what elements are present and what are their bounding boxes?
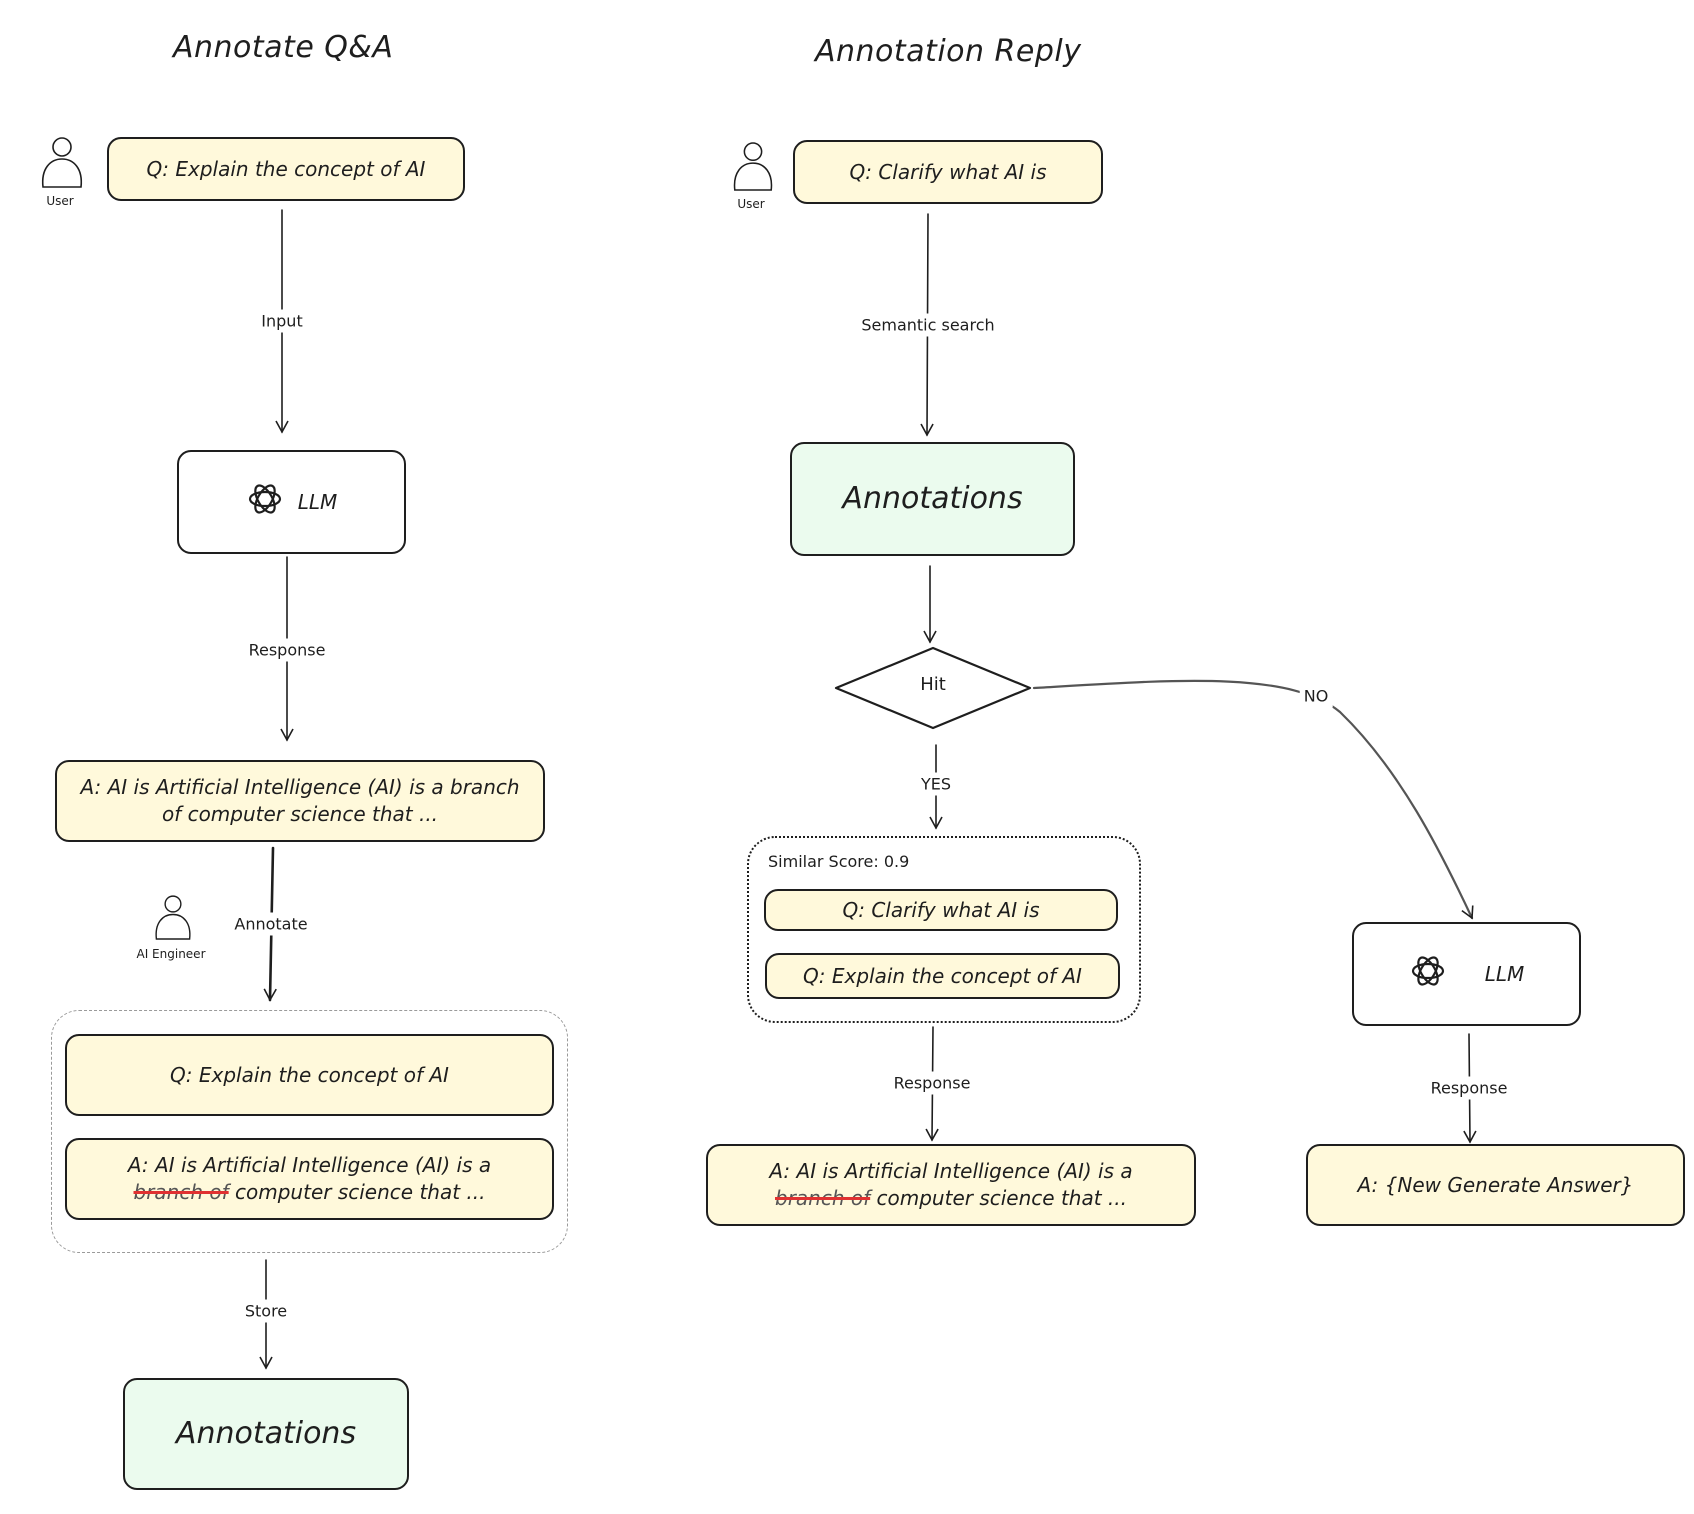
annotated-pair-group — [51, 1010, 568, 1253]
annotation-answer-text: A: AI is Artificial Intelligence (AI) is… — [769, 1158, 1132, 1212]
ai-engineer-user-icon — [152, 893, 194, 947]
response-label-right: Response — [1426, 1076, 1512, 1100]
user-question-text: Q: Explain the concept of AI — [146, 156, 426, 181]
annotation-answer-box: A: AI is Artificial Intelligence (AI) is… — [706, 1144, 1196, 1226]
user-label: User — [46, 194, 74, 208]
title-annotation-reply: Annotation Reply — [815, 34, 1082, 69]
annotate-label: Annotate — [230, 912, 312, 936]
new-answer-box: A: {New Generate Answer} — [1306, 1144, 1685, 1226]
llm-label-right: LLM — [1484, 961, 1525, 986]
annotation-answer-struck: branch of — [775, 1186, 871, 1210]
response-label-left: Response — [244, 638, 330, 662]
response-label-middle: Response — [889, 1071, 975, 1095]
store-label: Store — [240, 1299, 292, 1323]
llm-label-left: LLM — [297, 489, 338, 514]
semantic-search-label: Semantic search — [857, 313, 999, 337]
new-answer-text: A: {New Generate Answer} — [1357, 1172, 1634, 1197]
annotated-answer-suffix: computer science that ... — [235, 1180, 486, 1204]
annotations-box-right-text: Annotations — [842, 480, 1023, 516]
annotated-answer-prefix: A: AI is Artificial Intelligence (AI) is… — [127, 1153, 492, 1177]
input-label: Input — [257, 309, 307, 333]
matched-annotation-group — [747, 836, 1141, 1023]
no-label: NO — [1299, 684, 1333, 708]
annotated-answer-text: A: AI is Artificial Intelligence (AI) is… — [128, 1152, 491, 1206]
annotated-question-box: Q: Explain the concept of AI — [65, 1034, 554, 1116]
matched-question-text-2: Q: Explain the concept of AI — [803, 963, 1082, 988]
matched-question-box-2: Q: Explain the concept of AI — [765, 953, 1120, 999]
annotation-answer-suffix: computer science that ... — [876, 1186, 1127, 1210]
yes-label: YES — [916, 772, 956, 796]
annotated-answer-struck: branch of — [133, 1180, 229, 1204]
annotations-box-right: Annotations — [790, 442, 1075, 556]
title-annotate-qa: Annotate Q&A — [173, 30, 394, 65]
ai-engineer-label: AI Engineer — [136, 947, 206, 961]
llm-box-right: LLM — [1352, 922, 1581, 1026]
annotated-answer-box: A: AI is Artificial Intelligence (AI) is… — [65, 1138, 554, 1220]
hit-decision-diamond — [834, 646, 1032, 730]
annotations-store-left-text: Annotations — [175, 1415, 357, 1451]
user-question-box-right: Q: Clarify what AI is — [793, 140, 1103, 204]
arrow-no — [1032, 679, 1474, 920]
annotation-answer-prefix: A: AI is Artificial Intelligence (AI) is… — [769, 1159, 1133, 1183]
llm-answer-box: A: AI is Artificial Intelligence (AI) is… — [55, 760, 545, 842]
user-icon-right — [730, 140, 776, 198]
user-icon — [38, 135, 86, 195]
annotations-store-left: Annotations — [123, 1378, 409, 1490]
matched-question-box-1: Q: Clarify what AI is — [764, 889, 1118, 931]
user-question-text-right: Q: Clarify what AI is — [849, 159, 1047, 184]
openai-logo-icon — [1409, 952, 1447, 997]
llm-answer-text: A: AI is Artificial Intelligence (AI) is… — [80, 775, 520, 826]
similar-score-label: Similar Score: 0.9 — [768, 852, 910, 871]
openai-logo-icon — [246, 480, 284, 525]
matched-question-text-1: Q: Clarify what AI is — [842, 897, 1040, 922]
annotated-question-text: Q: Explain the concept of AI — [170, 1062, 449, 1087]
hit-label: Hit — [920, 674, 946, 695]
llm-box-left: LLM — [177, 450, 406, 554]
user-label-right: User — [737, 197, 765, 211]
user-question-box: Q: Explain the concept of AI — [107, 137, 465, 201]
